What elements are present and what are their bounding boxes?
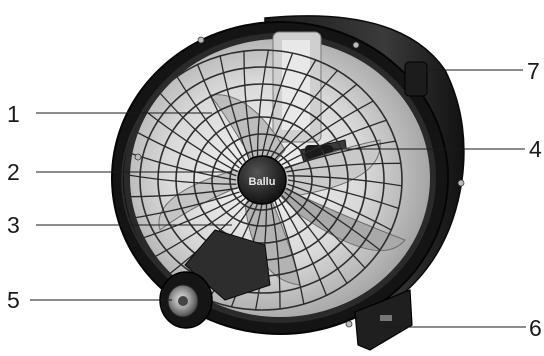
callout-3: 3 xyxy=(7,212,20,238)
grille-spoke xyxy=(256,49,270,157)
callout-1: 1 xyxy=(7,101,20,127)
grille-spoke xyxy=(286,187,381,251)
grille-spoke xyxy=(158,91,240,169)
grille-spoke xyxy=(270,202,281,309)
grille-spoke xyxy=(278,100,374,163)
grille-spoke xyxy=(243,51,254,158)
callout-6: 6 xyxy=(529,315,542,341)
callout-5: 5 xyxy=(7,287,20,313)
grille-spoke xyxy=(281,119,387,166)
grille-spoke xyxy=(219,55,250,160)
grille-spoke xyxy=(150,197,246,260)
grille-spoke xyxy=(270,70,338,158)
grille-spoke xyxy=(284,191,366,269)
grille-spoke xyxy=(143,109,238,173)
callout-4: 4 xyxy=(529,136,542,162)
grille-spoke xyxy=(176,76,243,166)
grille-spoke xyxy=(123,187,238,198)
grille-spoke xyxy=(196,64,246,162)
grille-spoke xyxy=(261,52,294,157)
wheel xyxy=(159,271,213,329)
grille-spoke xyxy=(286,162,401,173)
callout-lines xyxy=(30,69,526,328)
grille-spoke xyxy=(278,198,328,296)
support-foot xyxy=(354,289,413,351)
grille-spoke xyxy=(281,194,348,284)
carry-handle xyxy=(404,61,428,97)
grille-spoke xyxy=(287,179,399,210)
grille-spoke xyxy=(274,200,305,305)
grille-spoke xyxy=(287,175,403,187)
rim-screws xyxy=(134,36,465,328)
hub: Ballu xyxy=(237,155,287,205)
grille-spoke xyxy=(284,140,396,169)
callout-7: 7 xyxy=(527,58,540,84)
callout-2: 2 xyxy=(7,159,20,185)
grille-spoke xyxy=(128,191,240,220)
grille-spoke xyxy=(121,173,237,185)
callout-labels: 1 2 3 4 5 6 7 xyxy=(7,58,542,341)
grille-spoke xyxy=(287,183,392,231)
brand-logo: Ballu xyxy=(249,176,276,188)
grille-spoke xyxy=(137,194,243,241)
grille-spoke xyxy=(274,83,358,160)
grille-spoke xyxy=(265,59,317,157)
